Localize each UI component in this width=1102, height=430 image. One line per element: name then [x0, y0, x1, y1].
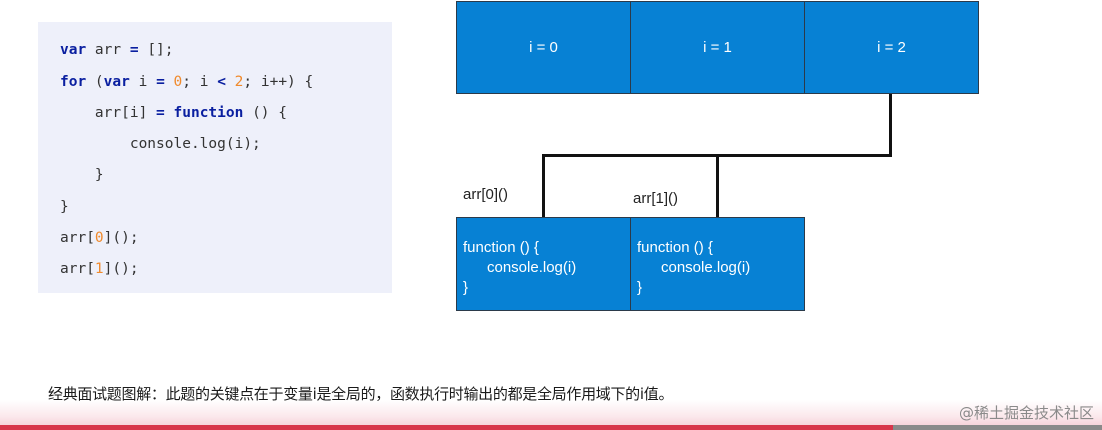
progress-bar-fill — [0, 425, 893, 430]
code-token — [165, 74, 174, 90]
fn1-line-3: } — [637, 279, 643, 296]
fn0-line-1: function () { — [463, 239, 539, 256]
function-box-1: function () { console.log(i) } — [630, 217, 805, 311]
code-token: < — [217, 74, 226, 90]
code-token: ](); — [103, 261, 139, 277]
scope-box-i0: i = 0 — [456, 1, 631, 94]
code-token: i — [129, 74, 157, 90]
code-line-5: } — [60, 165, 104, 185]
fn1-line-2: console.log(i) — [661, 259, 751, 276]
code-token: = — [156, 105, 165, 121]
code-line-7: arr[0](); — [60, 228, 139, 248]
code-token: ( — [86, 74, 104, 90]
code-token: arr[i] — [60, 105, 157, 121]
code-token — [165, 105, 174, 121]
code-token: ](); — [103, 230, 139, 246]
code-line-6: } — [60, 197, 69, 217]
code-token: function — [173, 105, 244, 121]
scope-label-i0: i = 0 — [529, 39, 558, 56]
code-token: var — [103, 74, 130, 90]
code-token: arr[ — [60, 261, 95, 277]
code-token: arr — [86, 42, 130, 58]
code-line-1: var arr = []; — [60, 40, 174, 60]
code-token: } — [60, 167, 104, 183]
fn0-line-2: console.log(i) — [487, 259, 577, 276]
code-token: console.log(i); — [60, 136, 261, 152]
call-label-arr1: arr[1]() — [633, 190, 678, 207]
function-box-0: function () { console.log(i) } — [456, 217, 631, 311]
code-line-2: for (var i = 0; i < 2; i++) { — [60, 72, 313, 92]
code-token: ; i — [182, 74, 218, 90]
scope-box-i1: i = 1 — [630, 1, 805, 94]
code-token: arr[ — [60, 230, 95, 246]
connector-down-from-i2 — [889, 94, 892, 157]
watermark: @稀土掘金技术社区 — [958, 404, 1094, 422]
caption-text: 经典面试题图解：此题的关键点在于变量i是全局的，函数执行时输出的都是全局作用域下… — [48, 385, 674, 403]
fn0-line-3: } — [463, 279, 469, 296]
connector-to-fn1 — [716, 154, 719, 217]
code-token: = — [156, 74, 165, 90]
code-token: for — [60, 74, 87, 90]
code-line-8: arr[1](); — [60, 259, 139, 279]
scope-label-i2: i = 2 — [877, 39, 906, 56]
code-token: []; — [138, 42, 174, 58]
code-line-3: arr[i] = function () { — [60, 103, 287, 123]
code-token: ; i++) { — [243, 74, 314, 90]
code-token: var — [60, 42, 87, 58]
fn1-line-1: function () { — [637, 239, 713, 256]
scope-label-i1: i = 1 — [703, 39, 732, 56]
connector-to-fn0 — [542, 154, 545, 217]
code-token: () { — [243, 105, 287, 121]
code-token: 0 — [94, 230, 104, 246]
scope-box-i2: i = 2 — [804, 1, 979, 94]
code-token: } — [60, 199, 69, 215]
call-label-arr0: arr[0]() — [463, 186, 508, 203]
code-token — [226, 74, 235, 90]
progress-bar-track — [893, 425, 1102, 430]
code-token: 1 — [94, 261, 104, 277]
code-token: = — [129, 42, 139, 58]
code-token: 2 — [234, 74, 244, 90]
code-line-4: console.log(i); — [60, 134, 261, 154]
code-token: 0 — [173, 74, 183, 90]
code-panel: var arr = []; for (var i = 0; i < 2; i++… — [38, 22, 392, 293]
